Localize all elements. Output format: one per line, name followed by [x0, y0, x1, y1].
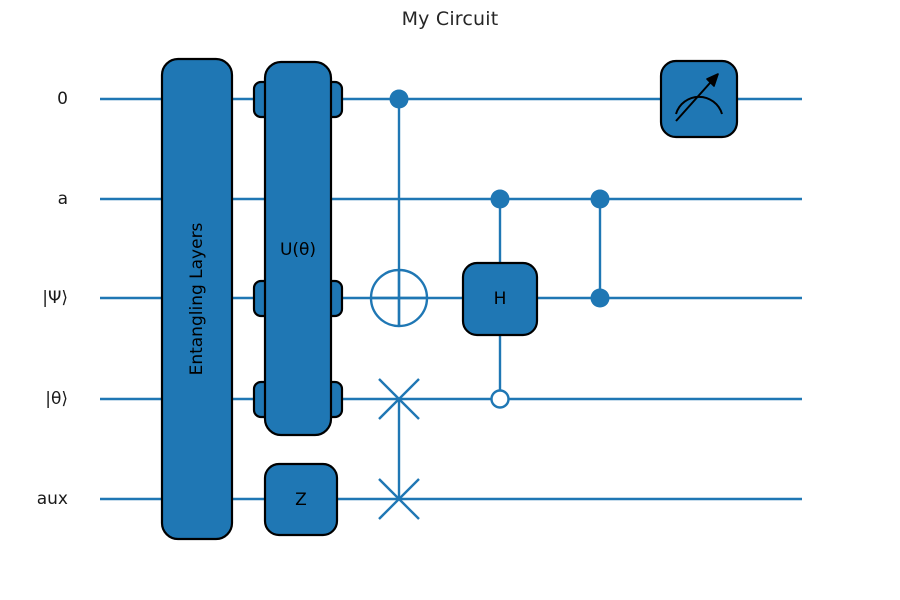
z-gate-box[interactable]: [263, 462, 339, 537]
gate-cz[interactable]: [590, 189, 610, 308]
cz-control-dot-psi[interactable]: [590, 288, 610, 308]
wire-label-a: a: [57, 189, 68, 209]
wire-label-0: 0: [57, 89, 68, 109]
gate-entangling-layers[interactable]: Entangling Layers: [160, 57, 234, 541]
gate-controlled-h[interactable]: H: [461, 189, 539, 409]
gate-swap[interactable]: [378, 378, 420, 520]
h-gate-control-dot[interactable]: [490, 189, 510, 209]
gate-measure[interactable]: [659, 59, 739, 139]
h-gate-label: H: [494, 289, 507, 309]
entangling-layers-label: Entangling Layers: [187, 222, 207, 375]
wire-label-theta: |θ⟩: [45, 389, 68, 409]
u-theta-label: U(θ): [280, 240, 316, 260]
swap-cross-aux-icon[interactable]: [378, 478, 420, 520]
z-gate-label: Z: [295, 490, 307, 510]
measure-gate-box[interactable]: [659, 59, 739, 139]
u-theta-box[interactable]: [263, 60, 333, 437]
wire-label-psi: |Ψ⟩: [42, 288, 68, 308]
wire-label-aux: aux: [36, 489, 68, 509]
cnot-control-dot[interactable]: [389, 89, 409, 109]
gate-u-theta[interactable]: U(θ): [252, 60, 344, 437]
gate-cnot[interactable]: [369, 89, 429, 328]
h-gate-open-control-dot[interactable]: [490, 389, 510, 409]
swap-cross-theta-icon[interactable]: [378, 378, 420, 420]
h-gate-box[interactable]: [461, 261, 539, 337]
measurement-icon: [675, 73, 723, 122]
cz-control-dot-a[interactable]: [590, 189, 610, 209]
entangling-layers-box[interactable]: [160, 57, 234, 541]
page-title: My Circuit: [401, 8, 499, 30]
gate-z[interactable]: Z: [263, 462, 339, 537]
